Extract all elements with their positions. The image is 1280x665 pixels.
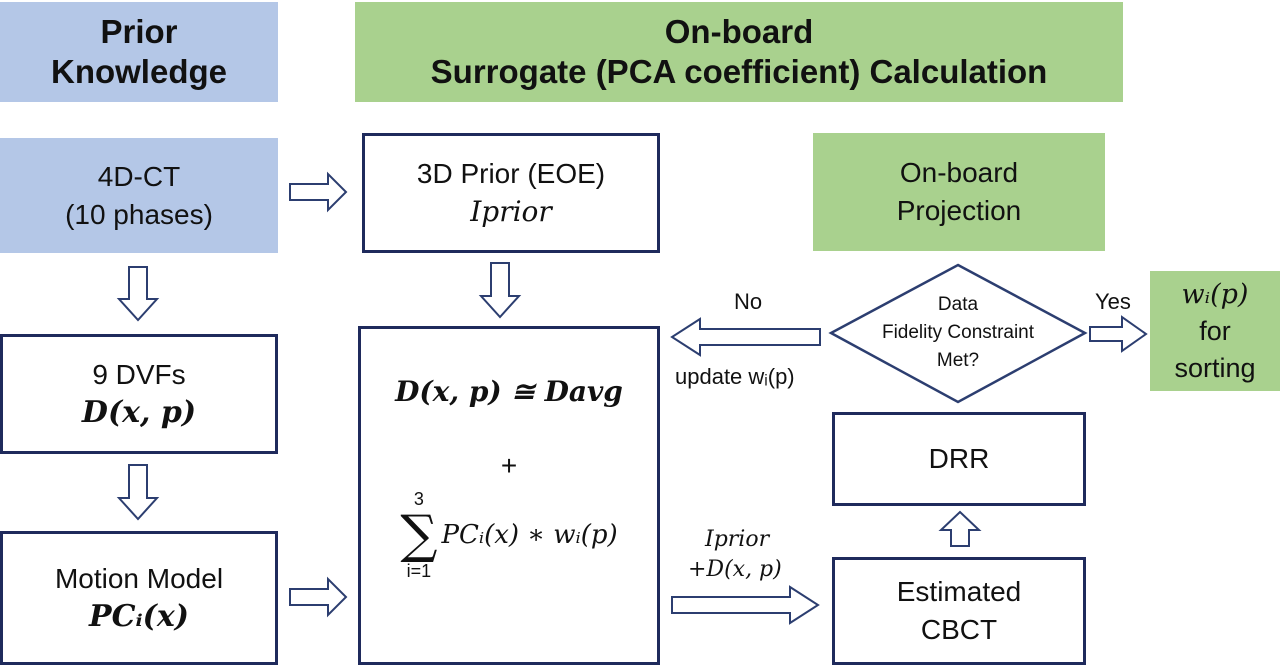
estimated-cbct-box: Estimated CBCT [832, 557, 1086, 665]
3d-prior-formula: Iprior [470, 195, 552, 228]
summation-upper-limit: 3 [413, 489, 424, 509]
summation-term: PCᵢ(x) ∗ wᵢ(p) [441, 520, 618, 550]
pca-to-cbct-arrow [671, 585, 820, 625]
prior-header-line2: Knowledge [50, 53, 227, 90]
summation-operator: 3 ∑ i=1 [400, 490, 437, 580]
4dct-box: 4D-CT (10 phases) [0, 138, 278, 253]
4dct-phases-label: (10 phases) [65, 198, 213, 230]
onboard-projection-box: On-board Projection [813, 133, 1105, 251]
projection-line2: Projection [896, 195, 1022, 226]
no-label: No [734, 289, 763, 314]
dvfs-formula: D(x, p) [81, 395, 197, 430]
output-box: wᵢ(p) for sorting [1150, 271, 1280, 391]
summation-group: 3 ∑ i=1 PCᵢ(x) ∗ wᵢ(p) [400, 490, 617, 580]
onboard-calculation-header: On-board Surrogate (PCA coefficient) Cal… [355, 2, 1123, 102]
update-weight-label: update wᵢ(p) [675, 364, 795, 389]
recon-label-line2: +D(x, p) [688, 557, 782, 582]
3d-prior-label: 3D Prior (EOE) [416, 158, 606, 189]
equation-plus: + [500, 450, 518, 481]
motion-model-formula: PCᵢ(x) [89, 599, 189, 634]
motion-model-box: Motion Model PCᵢ(x) [0, 531, 278, 665]
equation-line: D(x, p) ≅ Davg [395, 375, 623, 408]
data-fidelity-decision-diamond [828, 263, 1088, 404]
no-feedback-arrow [670, 317, 821, 357]
onboard-header-line2: Surrogate (PCA coefficient) Calculation [430, 53, 1048, 90]
yes-output-arrow [1089, 315, 1148, 353]
ct-to-dvfs-arrow [116, 266, 160, 322]
summation-symbol: ∑ [400, 505, 438, 565]
pca-model-box: D(x, p) ≅ Davg + 3 ∑ i=1 PCᵢ(x) ∗ wᵢ(p) [358, 326, 660, 665]
yes-label: Yes [1095, 289, 1131, 314]
dvfs-to-motion-arrow [116, 464, 160, 521]
decision-text: Data Fidelity Constraint Met? [848, 288, 1068, 378]
ct-to-prior-arrow [289, 171, 348, 213]
dvfs-label: 9 DVFs [92, 359, 186, 390]
output-for-label: for [1199, 315, 1231, 346]
output-weight-formula: wᵢ(p) [1181, 278, 1249, 310]
prior-knowledge-header: Prior Knowledge [0, 2, 278, 102]
decision-line2: Fidelity Constraint [881, 322, 1035, 343]
3d-prior-box: 3D Prior (EOE) Iprior [362, 133, 660, 253]
recon-label-line1: Iprior [705, 527, 770, 552]
onboard-header-line1: On-board [664, 13, 814, 50]
drr-box: DRR [832, 412, 1086, 506]
cbct-line2: CBCT [920, 614, 998, 645]
cbct-line1: Estimated [896, 576, 1022, 607]
summation-lower-limit: i=1 [406, 561, 432, 581]
dvfs-box: 9 DVFs D(x, p) [0, 334, 278, 454]
projection-line1: On-board [899, 157, 1019, 188]
drr-label: DRR [928, 443, 990, 474]
motion-to-pca-arrow [289, 576, 348, 618]
decision-line1: Data [937, 294, 979, 315]
decision-line3: Met? [936, 350, 980, 371]
4dct-label: 4D-CT [97, 160, 181, 192]
motion-model-label: Motion Model [54, 563, 224, 594]
cbct-to-drr-arrow [938, 510, 982, 547]
prior-header-line1: Prior [100, 13, 178, 50]
prior-to-pca-arrow [478, 262, 522, 319]
output-sorting-label: sorting [1174, 352, 1256, 383]
